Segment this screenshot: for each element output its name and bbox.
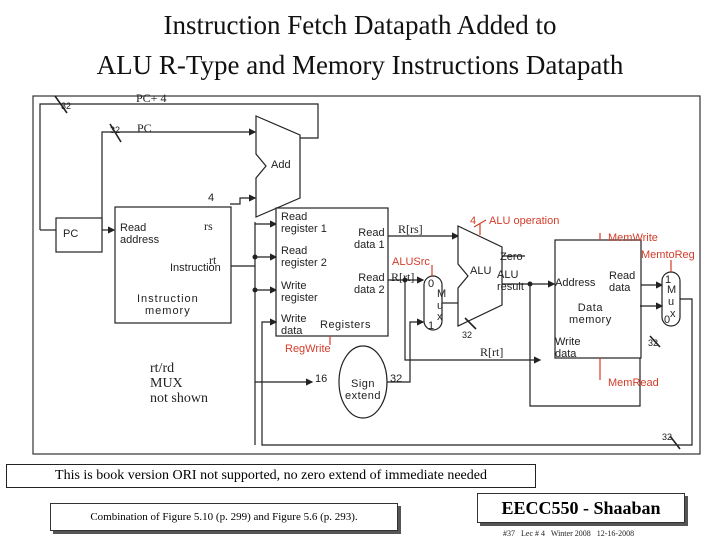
alu-operation-label: ALU operation xyxy=(489,215,560,227)
figure-combination-note: Combination of Figure 5.10 (p. 299) and … xyxy=(50,503,398,531)
mux1-x: x xyxy=(437,311,443,323)
mux2-0: 0 xyxy=(664,314,671,326)
mux1-1: 1 xyxy=(428,320,435,332)
add-label: Add xyxy=(271,159,291,171)
sign-extend-out-wire xyxy=(387,318,425,383)
title-line-1: Instruction Fetch Datapath Added to xyxy=(163,10,557,40)
imem-instruction: Instruction xyxy=(170,262,221,274)
memread-label: MemRead xyxy=(608,377,659,389)
instruction-memory xyxy=(114,206,232,324)
data-memory xyxy=(554,239,642,359)
mux2-m: M xyxy=(667,284,677,296)
diagram-frame xyxy=(32,95,701,455)
memwrite-label: MemWrite xyxy=(608,232,658,244)
bus-slash-pc4 xyxy=(54,95,68,114)
pc-plus4-label: PC+ 4 xyxy=(136,91,167,105)
alu-op-width: 4 xyxy=(470,215,477,227)
bus-slash-wd xyxy=(649,335,661,348)
dmem-address: Address xyxy=(555,277,596,289)
bus-width-alu: 32 xyxy=(462,330,473,340)
register-file xyxy=(275,207,389,337)
const-4: 4 xyxy=(208,192,215,204)
alu-text: ALU xyxy=(470,265,492,277)
registers-name: Registers xyxy=(320,319,371,331)
mux2-x: x xyxy=(670,308,676,320)
pc-block-label: PC xyxy=(63,228,79,240)
mux2-1: 1 xyxy=(665,274,672,286)
const4-wire xyxy=(230,194,257,205)
bus-width-wd: 32 xyxy=(648,338,659,348)
title-line-2: ALU R-Type and Memory Instructions Datap… xyxy=(96,50,624,80)
mux1-u: u xyxy=(437,300,444,312)
pc-bus-label: PC xyxy=(137,121,152,135)
memtoreg-label: MemtoReg xyxy=(641,249,695,261)
sign-extend-in-width: 16 xyxy=(315,373,328,385)
alusrc-label: ALUSrc xyxy=(392,256,430,268)
write-back-wire xyxy=(261,298,693,446)
r-rs-label: R[rs] xyxy=(398,222,423,236)
bus-width-pc4: 32 xyxy=(61,101,72,111)
rt-label: rt xyxy=(209,253,217,267)
alu-zero: Zero xyxy=(500,251,523,263)
pc-register xyxy=(55,217,103,253)
book-version-note: This is book version ORI not supported, … xyxy=(6,464,536,488)
regwrite-label: RegWrite xyxy=(285,343,331,355)
pc-to-add-wire xyxy=(101,128,257,230)
sign-extend-out-width: 32 xyxy=(390,373,403,385)
bus-slash-pc xyxy=(109,123,122,143)
pc-plus4-wire xyxy=(39,103,319,230)
r-rt-label: R[rt] xyxy=(391,270,415,284)
bus-slash-bottom xyxy=(669,435,681,450)
mux1-m: M xyxy=(437,288,447,300)
add-unit xyxy=(255,115,301,218)
mux1-0: 0 xyxy=(428,278,435,290)
rt-rd-mux-note: rt/rd MUX not shown xyxy=(150,361,208,406)
rs-label: rs xyxy=(204,219,213,233)
alu-unit xyxy=(457,225,503,327)
course-badge: EECC550 - Shaaban xyxy=(477,493,685,523)
lecture-meta: #37 Lec # 4 Winter 2008 12-16-2008 xyxy=(503,529,635,538)
rt-to-write-data-wire xyxy=(404,280,542,364)
bus-slash-alu xyxy=(464,317,477,330)
mux2-u: u xyxy=(668,296,675,308)
r-rt-bottom-label: R[rt] xyxy=(480,345,504,359)
bus-width-bottom: 32 xyxy=(662,432,673,442)
bus-width-pc: 32 xyxy=(110,125,121,135)
